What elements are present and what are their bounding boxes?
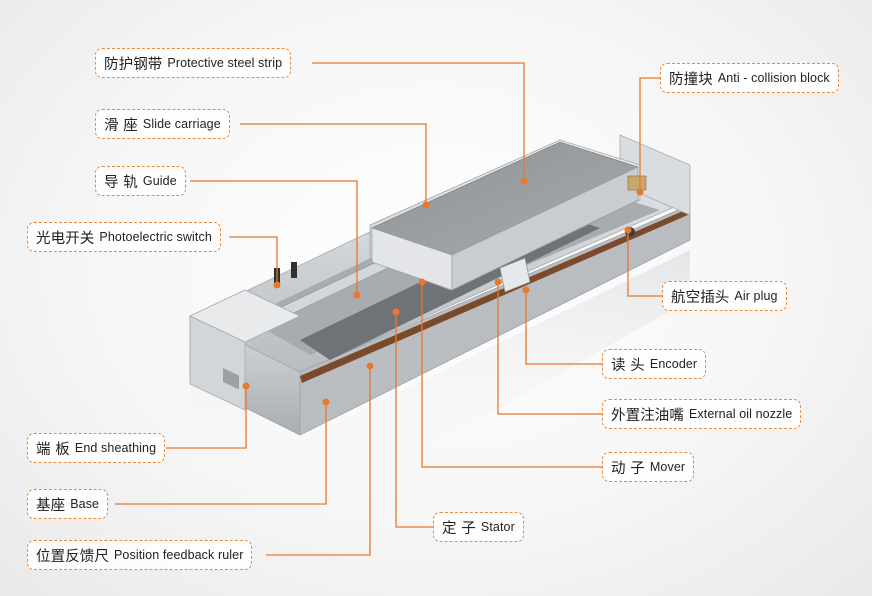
label-zh: 防撞块	[669, 71, 713, 88]
label-base: 基座 Base	[27, 489, 109, 519]
label-external-oil-nozzle: 外置注油嘴 External oil nozzle	[602, 399, 802, 429]
label-en: End sheathing	[74, 441, 157, 455]
label-en: Position feedback ruler	[114, 548, 244, 562]
label-zh: 定 子	[442, 520, 476, 537]
carriage-side	[451, 166, 639, 291]
label-zh: 航空插头	[671, 289, 730, 306]
leader-base	[115, 402, 327, 505]
label-position-feedback-ruler: 位置反馈尺 Position feedback ruler	[27, 540, 253, 570]
label-mover: 动 子 Mover	[602, 452, 695, 482]
label-en: Air plug	[734, 289, 778, 303]
label-guide: 导 轨 Guide	[95, 166, 186, 196]
label-stator: 定 子 Stator	[433, 512, 524, 542]
photo-switch-2	[291, 262, 297, 278]
feedback-ruler-shape	[300, 208, 690, 383]
leader-end-sheathing	[166, 386, 247, 449]
label-anti-collision-block: 防撞块 Anti - collision block	[660, 63, 839, 93]
base-front-side	[299, 204, 691, 436]
label-encoder: 读 头 Encoder	[602, 349, 707, 379]
label-en: Stator	[480, 520, 515, 534]
label-zh: 防护钢带	[104, 56, 163, 73]
leader-lines	[115, 62, 662, 556]
label-zh: 导 轨	[104, 174, 138, 191]
label-protective-steel-strip: 防护钢带 Protective steel strip	[95, 48, 292, 78]
label-zh: 滑 座	[104, 117, 138, 134]
label-en: Photoelectric switch	[99, 230, 212, 244]
label-zh: 光电开关	[36, 230, 95, 247]
leader-dots	[242, 177, 644, 406]
label-zh: 端 板	[36, 441, 70, 458]
leader-protective-steel-strip	[312, 62, 525, 175]
leader-mover	[421, 282, 602, 468]
leader-encoder	[525, 290, 602, 365]
label-air-plug: 航空插头 Air plug	[662, 281, 787, 311]
end-plate-window	[223, 367, 239, 390]
anti-collision-shape	[627, 175, 647, 191]
label-end-sheathing: 端 板 End sheathing	[27, 433, 166, 463]
label-zh: 外置注油嘴	[611, 407, 684, 424]
leader-photoelectric-switch	[229, 236, 278, 285]
encoder-head-shape	[499, 257, 531, 293]
leader-guide	[190, 180, 358, 295]
leader-stator	[395, 312, 433, 528]
leader-anti-collision-block	[639, 77, 660, 192]
label-en: Guide	[142, 174, 177, 188]
label-en: Base	[70, 497, 100, 511]
label-en: Anti - collision block	[717, 71, 830, 85]
label-zh: 读 头	[611, 357, 645, 374]
label-slide-carriage: 滑 座 Slide carriage	[95, 109, 230, 139]
label-zh: 动 子	[611, 460, 645, 477]
label-en: External oil nozzle	[689, 407, 793, 421]
leader-slide-carriage	[240, 123, 427, 205]
floor-reflection	[190, 250, 690, 520]
leader-position-feedback-ruler	[266, 366, 371, 556]
label-photoelectric-switch: 光电开关 Photoelectric switch	[27, 222, 221, 252]
label-zh: 位置反馈尺	[36, 548, 109, 565]
leader-air-plug	[627, 230, 662, 297]
leader-external-oil-nozzle	[497, 282, 602, 415]
label-en: Slide carriage	[142, 117, 221, 131]
label-zh: 基座	[36, 497, 66, 514]
end-plate-face	[189, 315, 246, 411]
label-en: Mover	[649, 460, 686, 474]
label-en: Protective steel strip	[167, 56, 283, 70]
label-en: Encoder	[649, 357, 698, 371]
